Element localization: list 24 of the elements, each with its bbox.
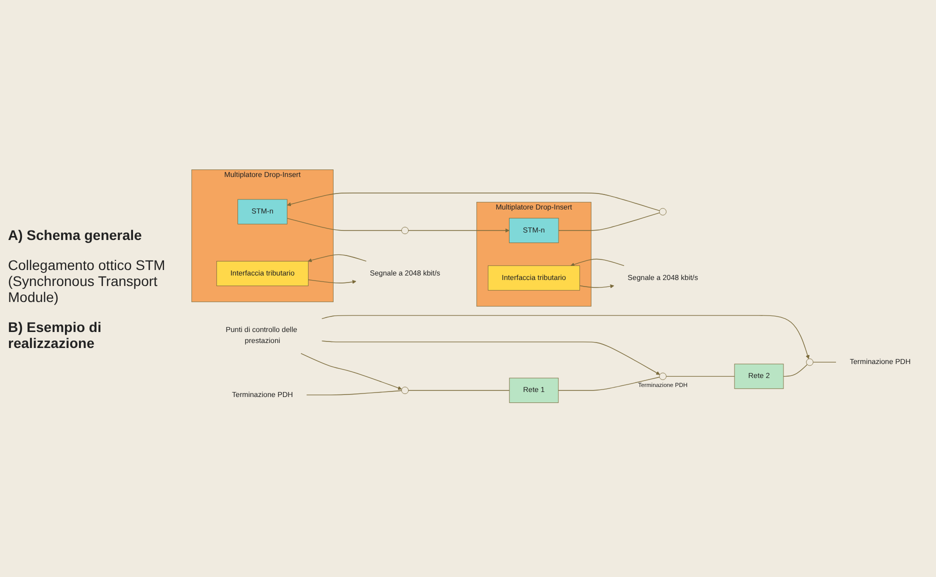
node-circle (659, 372, 666, 380)
connector (306, 390, 402, 396)
connector (558, 376, 660, 391)
arrow (300, 353, 402, 390)
connector (558, 212, 660, 231)
section-heading: A) Schema generale (8, 226, 143, 242)
connector (408, 390, 510, 391)
node-circle (401, 226, 409, 234)
arrow (408, 228, 510, 232)
arrow (570, 258, 624, 266)
arrow (308, 279, 356, 284)
link-caption: Collegamento ottico STM (Synchronous Transport Module) (8, 256, 166, 304)
connector (783, 364, 808, 377)
arrow (322, 315, 810, 360)
connector (286, 218, 402, 231)
arrow (579, 284, 614, 288)
node-circle (659, 208, 666, 216)
node-circle (806, 358, 814, 366)
arrow (322, 340, 660, 375)
section-heading: B) Esempio di realizzazione (8, 318, 102, 350)
arrow (286, 192, 660, 212)
arrow (308, 254, 367, 262)
node-circle (401, 386, 409, 394)
connector (666, 376, 735, 377)
